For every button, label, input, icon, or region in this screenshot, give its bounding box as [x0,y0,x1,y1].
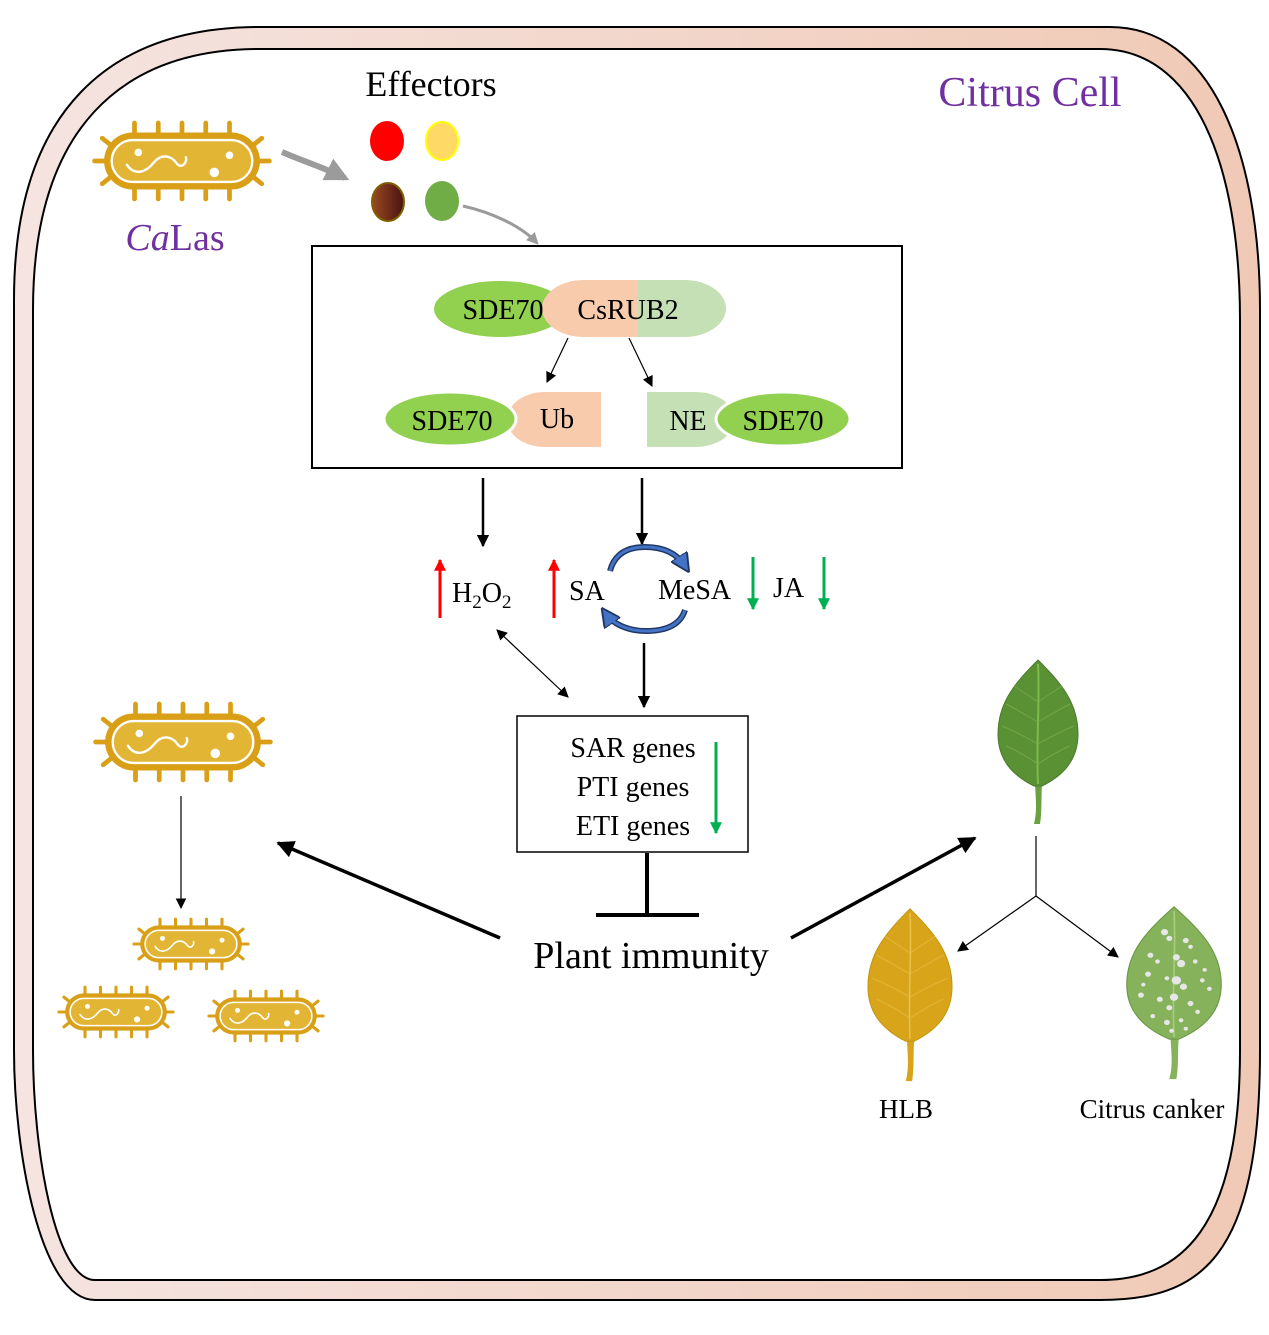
plant-immunity-label: Plant immunity [533,935,768,977]
canker-leaf-icon [1126,906,1222,1080]
effector-brown [371,182,405,222]
sde70-left [382,390,518,448]
cleave-arrow-ne [628,337,653,387]
csrub2-label: CsRUB2 [577,295,678,326]
effector-dots [370,121,459,222]
sde70-right-label: SDE70 [743,406,824,437]
genes-box [516,715,749,853]
effector-red [370,121,404,161]
h2o2-sub2: 2 [502,592,512,613]
sde70-right [714,390,852,448]
immunity-to-leaf-arrow [790,836,977,940]
cleave-arrow-ub [546,337,569,383]
sa-label: SA [569,576,606,607]
effector-green [425,181,459,221]
h2o2-genes-double-arrow [496,629,569,698]
sde70-top [434,281,566,337]
ne-sde70-complex: NE SDE70 [647,390,852,448]
sde70-top-label: SDE70 [463,295,544,326]
branch-to-canker-arrow [1035,895,1119,958]
effector-to-complex-arrow [462,204,539,245]
effectors-title: Effectors [365,64,496,104]
canker-lesions [1138,928,1212,1033]
healthy-leaf-icon [997,659,1079,824]
hlb-label: HLB [879,1094,933,1124]
pathogen-label-italic: Ca [125,217,169,259]
pathogen-label-rest: Las [170,217,225,259]
csrub2-ne-domain [638,280,727,337]
h2o2-label: H2O2 [452,578,511,613]
immunity-to-bacteria-arrow [276,841,501,940]
branch-to-hlb-arrow [957,895,1037,952]
ub-domain [507,392,601,447]
sa-to-mesa-cycle-highlight [608,545,687,572]
genes-line-sar: SAR genes [570,733,695,764]
sde70-ub-complex: SDE70 Ub [382,390,601,448]
ja-label: JA [773,573,805,604]
hlb-leaf-icon [867,908,953,1082]
pathogen-label: CaLas [125,217,224,259]
genes-line-pti: PTI genes [577,772,690,803]
citrus-canker-label: Citrus canker [1080,1094,1225,1124]
h2o2-sub1: 2 [472,592,482,613]
h2o2-o: O [482,578,502,609]
sde70-csrub2-complex: SDE70 CsRUB2 [434,280,727,337]
cell-label: Citrus Cell [938,70,1121,116]
ne-domain [647,392,735,447]
ne-label: NE [669,406,706,437]
csrub2-ub-domain [584,280,638,337]
secretion-arrow [280,149,350,181]
genes-line-eti: ETI genes [576,811,690,842]
effector-yellow [425,121,459,161]
mesa-label: MeSA [658,575,732,606]
mesa-to-sa-cycle-highlight [604,609,687,633]
ub-label: Ub [540,404,574,435]
h2o2-h: H [452,578,472,609]
sde70-left-label: SDE70 [412,406,493,437]
